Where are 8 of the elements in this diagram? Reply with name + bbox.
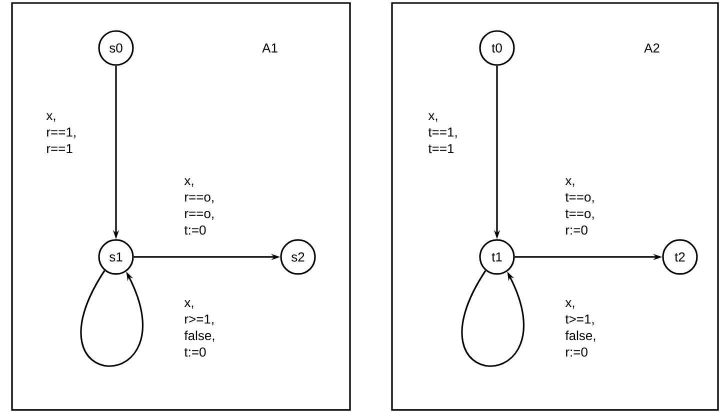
edge-label: x, r>=1, false, t:=0 [184, 300, 214, 357]
self-loop-arrow [80, 270, 144, 367]
edge-label: x, r==o, r==o, t:=0 [184, 178, 214, 235]
edge-label: x, r==1, r==1 [46, 113, 76, 154]
edge-label: x, t>=1, false, r:=0 [565, 300, 596, 357]
edge-label: x, t==o, t==o, r:=0 [565, 178, 594, 235]
edge-label: x, t==1, t==1 [428, 113, 457, 154]
self-loop-arrow [462, 270, 524, 367]
